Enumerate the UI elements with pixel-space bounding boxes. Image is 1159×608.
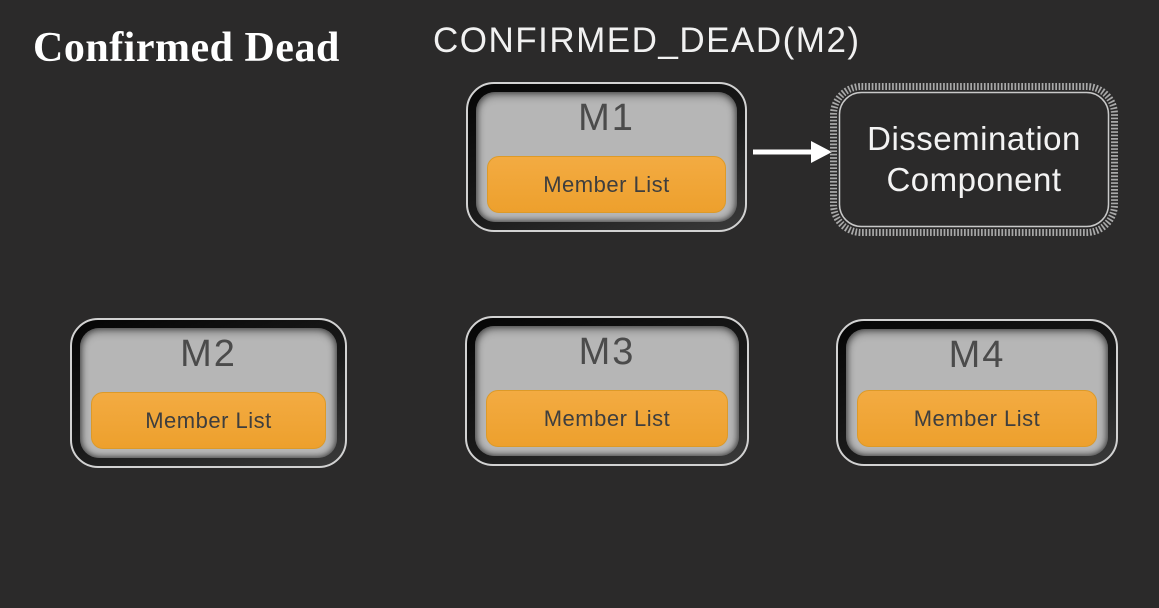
dissemination-component-label: Dissemination Component (839, 92, 1109, 227)
member-list-button-m3[interactable]: Member List (486, 390, 728, 447)
member-node-m4-panel: M4 Member List (846, 329, 1108, 456)
member-node-m2-panel: M2 Member List (80, 328, 337, 458)
member-node-m4-label: M4 (948, 334, 1006, 376)
member-node-m1-panel: M1 Member List (476, 92, 737, 222)
m1-to-dissemination-arrow-icon (753, 141, 832, 163)
dissemination-hatched-border (830, 83, 1118, 236)
dissemination-label-line1: Dissemination (867, 120, 1081, 158)
member-list-button-m1[interactable]: Member List (487, 156, 726, 213)
member-node-m2: M2 Member List (70, 318, 347, 468)
state-label: CONFIRMED_DEAD(M2) (433, 21, 861, 60)
member-list-button-m2[interactable]: Member List (91, 392, 326, 449)
member-node-m3-panel: M3 Member List (475, 326, 739, 456)
member-node-m1: M1 Member List (466, 82, 747, 232)
member-node-m3-label: M3 (578, 331, 636, 373)
dissemination-component-node: Dissemination Component (829, 82, 1119, 237)
member-list-button-m4[interactable]: Member List (857, 390, 1097, 447)
member-node-m1-label: M1 (578, 97, 635, 139)
dissemination-label-line2: Component (886, 160, 1062, 198)
member-node-m2-label: M2 (180, 333, 237, 375)
member-node-m4: M4 Member List (836, 319, 1118, 466)
page-title: Confirmed Dead (33, 25, 340, 71)
member-node-m3: M3 Member List (465, 316, 749, 466)
